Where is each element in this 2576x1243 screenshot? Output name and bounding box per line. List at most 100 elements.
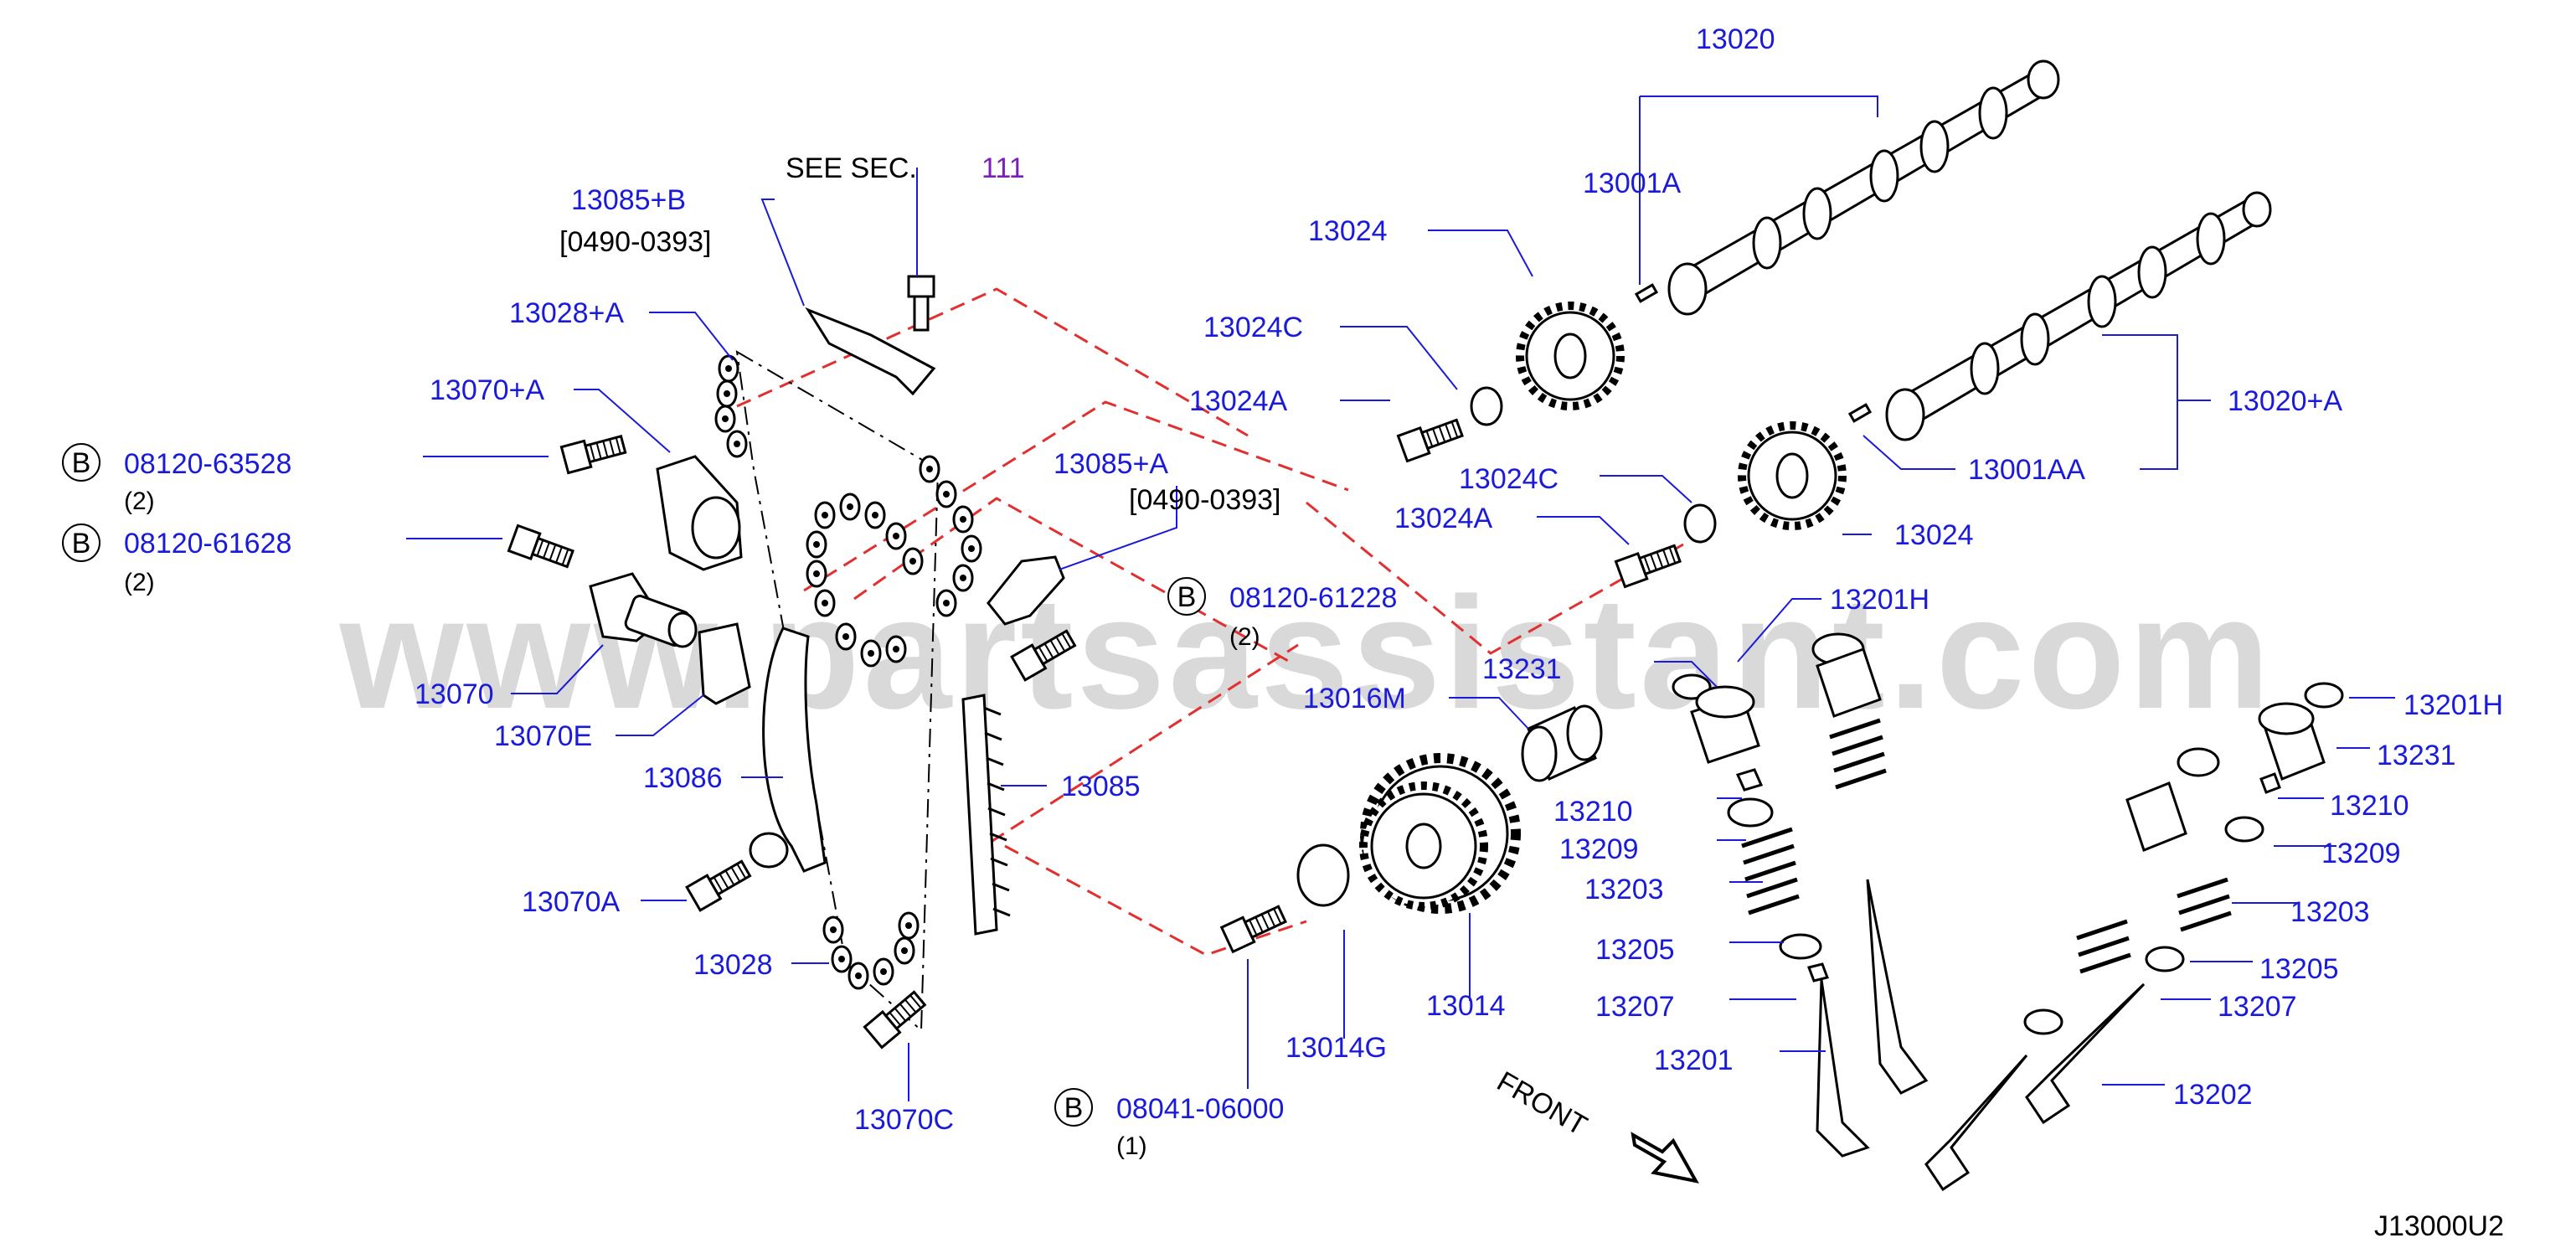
chain-guide-13085 xyxy=(961,694,1011,936)
badge-b-letter: B xyxy=(1064,1092,1084,1124)
bolt-part-number: 08120-63528 xyxy=(124,448,291,480)
badge-b-letter: B xyxy=(1177,581,1197,613)
bolt-callout-1: B 08120-63528 (2) xyxy=(62,443,291,515)
front-arrow-icon xyxy=(1631,1132,1699,1184)
idler-sprocket-13014 xyxy=(1359,753,1521,914)
label-13207-left: 13207 xyxy=(1595,991,1675,1023)
ref-13085B: [0490-0393] xyxy=(559,226,712,258)
bolt-part-number: 08120-61228 xyxy=(1229,582,1397,614)
bolt-see-sec-111 xyxy=(907,275,935,332)
see-sec-ref: 111 xyxy=(981,152,1025,184)
label-13028: 13028 xyxy=(693,949,773,981)
label-13070E: 13070E xyxy=(494,720,592,752)
bolt-quantity: (2) xyxy=(124,487,155,515)
chain-guide-13086 xyxy=(762,627,827,873)
label-13024-top: 13024 xyxy=(1308,215,1388,247)
bolt-13070C xyxy=(863,987,930,1050)
bolt-13024A-top xyxy=(1396,414,1466,463)
bolt-13070A xyxy=(685,855,754,912)
see-sec-label: SEE SEC. xyxy=(786,152,917,184)
label-13070A: 13070A xyxy=(522,886,621,918)
label-13203-left: 13203 xyxy=(1584,874,1664,905)
chain-links-lower xyxy=(822,911,920,990)
badge-b-letter: B xyxy=(72,447,91,479)
gasket-13070E xyxy=(698,622,751,705)
dowel-13001A xyxy=(1634,283,1659,303)
label-13001AA: 13001AA xyxy=(1968,454,2085,486)
washer-13014G xyxy=(1296,843,1350,907)
bolt-callout-2: B 08120-61628 (2) xyxy=(62,524,291,596)
label-13205-right: 13205 xyxy=(2259,953,2339,985)
label-13024C-top: 13024C xyxy=(1203,312,1303,343)
tensioner-13070 xyxy=(589,572,698,648)
timing-chain xyxy=(714,350,982,1033)
label-13024-mid: 13024 xyxy=(1894,519,1974,551)
watermark: www.partsassistant.com xyxy=(339,565,2274,742)
label-13203-right: 13203 xyxy=(2290,896,2370,928)
leader-lines xyxy=(406,95,2395,1101)
front-label: FRONT xyxy=(1492,1065,1592,1142)
label-13024A-mid: 13024A xyxy=(1394,503,1493,534)
label-13001A: 13001A xyxy=(1583,168,1682,199)
bolt-callout-4: B 08041-06000 (1) xyxy=(1054,1088,1284,1160)
label-13231-left: 13231 xyxy=(1482,653,1562,685)
camshaft-13020 xyxy=(1667,59,2060,316)
label-13202: 13202 xyxy=(2173,1079,2253,1111)
ref-13085A: [0490-0393] xyxy=(1129,484,1281,516)
label-13085A: 13085+A xyxy=(1054,448,1168,480)
washer-13024C-mid xyxy=(1683,503,1717,544)
label-13085: 13085 xyxy=(1061,771,1141,802)
bolt-08120-63528 xyxy=(559,430,628,475)
label-13231-right: 13231 xyxy=(2377,740,2456,771)
bolt-part-number: 08041-06000 xyxy=(1116,1093,1284,1125)
bolt-quantity: (2) xyxy=(1229,623,1260,651)
badge-b-icon xyxy=(1054,1088,1093,1127)
label-13210-left: 13210 xyxy=(1553,796,1633,828)
part-labels: 13020 13001A 13024 13024C 13024A 13020+A… xyxy=(415,23,2503,1136)
label-13210-right: 13210 xyxy=(2330,790,2409,822)
label-13024A-top: 13024A xyxy=(1189,385,1288,417)
label-13201H-left: 13201H xyxy=(1830,584,1929,616)
label-13016M: 13016M xyxy=(1303,683,1406,714)
valve-train-right xyxy=(1924,682,2344,1192)
label-13201H-right: 13201H xyxy=(2403,689,2503,721)
label-13020A: 13020+A xyxy=(2228,385,2342,417)
label-13070C: 13070C xyxy=(854,1104,954,1136)
alignment-lines xyxy=(736,287,1684,957)
label-13024C-mid: 13024C xyxy=(1459,463,1558,495)
dowel-13001AA xyxy=(1847,403,1873,423)
camshaft-13020A xyxy=(1885,191,2272,441)
badge-b-icon xyxy=(62,443,100,482)
label-13209-left: 13209 xyxy=(1559,833,1639,865)
label-13086: 13086 xyxy=(643,762,723,794)
front-arrow: FRONT xyxy=(1492,1065,1699,1184)
label-13020: 13020 xyxy=(1696,23,1775,55)
tensioner-bracket xyxy=(656,455,743,571)
bolt-08041-06000 xyxy=(1220,900,1290,953)
bolt-part-number: 08120-61628 xyxy=(124,528,291,560)
cam-sprocket-upper xyxy=(1516,302,1625,410)
label-13014: 13014 xyxy=(1426,990,1506,1022)
upper-guide-13085B xyxy=(805,307,936,396)
badge-b-icon xyxy=(1167,577,1206,616)
bolt-quantity: (1) xyxy=(1116,1132,1147,1160)
label-13070: 13070 xyxy=(415,678,494,710)
valve-train-left xyxy=(1672,632,1929,1158)
label-13209-right: 13209 xyxy=(2321,838,2401,869)
cam-sprocket-lower xyxy=(1738,421,1847,530)
guide-13085A xyxy=(987,555,1065,626)
badge-b-icon xyxy=(62,524,100,562)
bolt-quantity: (2) xyxy=(124,569,155,596)
label-13028A: 13028+A xyxy=(509,297,624,329)
bushing-13016M xyxy=(1521,704,1603,782)
label-13085B: 13085+B xyxy=(571,184,686,216)
label-13201: 13201 xyxy=(1654,1044,1734,1076)
label-13205-left: 13205 xyxy=(1595,934,1675,966)
badge-b-letter: B xyxy=(72,528,91,560)
diagram-code: J13000U2 xyxy=(2374,1210,2504,1242)
label-13207-right: 13207 xyxy=(2218,991,2297,1023)
tensioner-pulley xyxy=(749,832,789,869)
washer-13024C-top xyxy=(1470,386,1503,426)
label-13014G: 13014G xyxy=(1285,1032,1387,1064)
